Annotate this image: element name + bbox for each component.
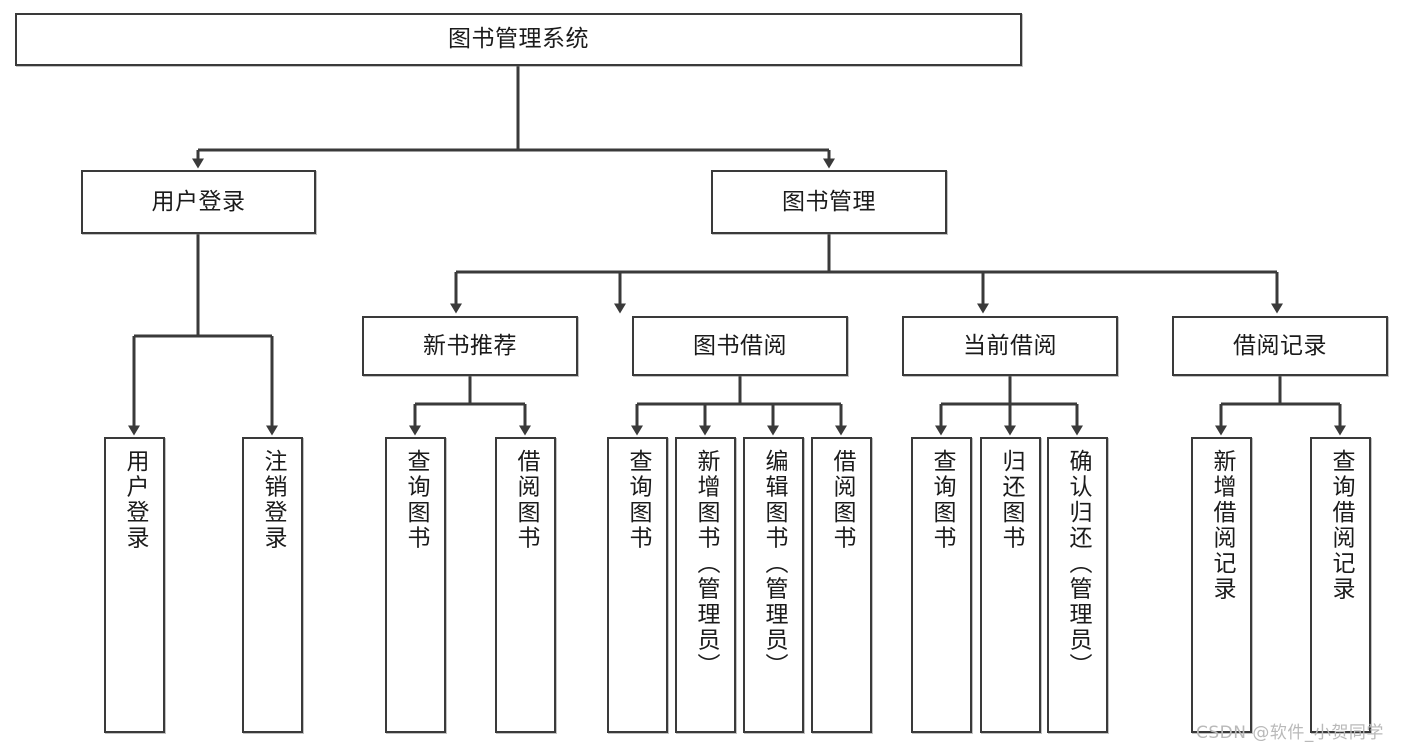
leaf-book-borrow-borrow-book[interactable]: 借阅图书 bbox=[811, 437, 872, 733]
node-label: 新增借阅记录 bbox=[1209, 449, 1235, 602]
csdn-watermark: CSDN @软件_小贺同学 bbox=[1196, 723, 1384, 743]
node-label: 编辑图书（管理员） bbox=[761, 449, 787, 679]
node-label: 归还图书 bbox=[998, 449, 1024, 551]
leaf-book-borrow-add-book-admin[interactable]: 新增图书（管理员） bbox=[675, 437, 736, 733]
node-user-login[interactable]: 用户登录 bbox=[81, 170, 316, 234]
leaf-current-borrow-return-book[interactable]: 归还图书 bbox=[980, 437, 1041, 733]
node-label: 确认归还（管理员） bbox=[1065, 449, 1091, 679]
node-label: 查询图书 bbox=[403, 449, 429, 551]
node-label: 借阅图书 bbox=[829, 449, 855, 551]
leaf-book-borrow-edit-book-admin[interactable]: 编辑图书（管理员） bbox=[743, 437, 804, 733]
node-label: 借阅图书 bbox=[513, 449, 539, 551]
leaf-new-book-borrow-book[interactable]: 借阅图书 bbox=[495, 437, 556, 733]
leaf-user-login-logout[interactable]: 注销登录 bbox=[242, 437, 303, 733]
leaf-borrow-record-query-record[interactable]: 查询借阅记录 bbox=[1310, 437, 1371, 733]
node-label: 查询借阅记录 bbox=[1328, 449, 1354, 602]
node-label: 查询图书 bbox=[929, 449, 955, 551]
leaf-user-login-login[interactable]: 用户登录 bbox=[104, 437, 165, 733]
leaf-current-borrow-confirm-return-admin[interactable]: 确认归还（管理员） bbox=[1047, 437, 1108, 733]
node-label: 查询图书 bbox=[625, 449, 651, 551]
node-label: 用户登录 bbox=[122, 449, 148, 551]
leaf-borrow-record-add-record[interactable]: 新增借阅记录 bbox=[1191, 437, 1252, 733]
node-borrow-record[interactable]: 借阅记录 bbox=[1172, 316, 1388, 376]
node-book-management[interactable]: 图书管理 bbox=[711, 170, 947, 234]
node-label: 当前借阅 bbox=[963, 332, 1057, 359]
node-label: 新增图书（管理员） bbox=[693, 449, 719, 679]
leaf-book-borrow-query-book[interactable]: 查询图书 bbox=[607, 437, 668, 733]
node-label: 图书管理系统 bbox=[448, 26, 589, 53]
leaf-current-borrow-query-book[interactable]: 查询图书 bbox=[911, 437, 972, 733]
node-label: 图书借阅 bbox=[693, 332, 787, 359]
node-label: 注销登录 bbox=[260, 449, 286, 551]
node-current-borrow[interactable]: 当前借阅 bbox=[902, 316, 1118, 376]
node-new-book-recommend[interactable]: 新书推荐 bbox=[362, 316, 578, 376]
leaf-new-book-query-book[interactable]: 查询图书 bbox=[385, 437, 446, 733]
node-label: 用户登录 bbox=[151, 188, 246, 215]
node-label: 借阅记录 bbox=[1233, 332, 1327, 359]
node-root-book-management-system[interactable]: 图书管理系统 bbox=[15, 13, 1022, 66]
node-label: 新书推荐 bbox=[423, 332, 517, 359]
node-book-borrow[interactable]: 图书借阅 bbox=[632, 316, 848, 376]
node-label: 图书管理 bbox=[782, 188, 876, 215]
